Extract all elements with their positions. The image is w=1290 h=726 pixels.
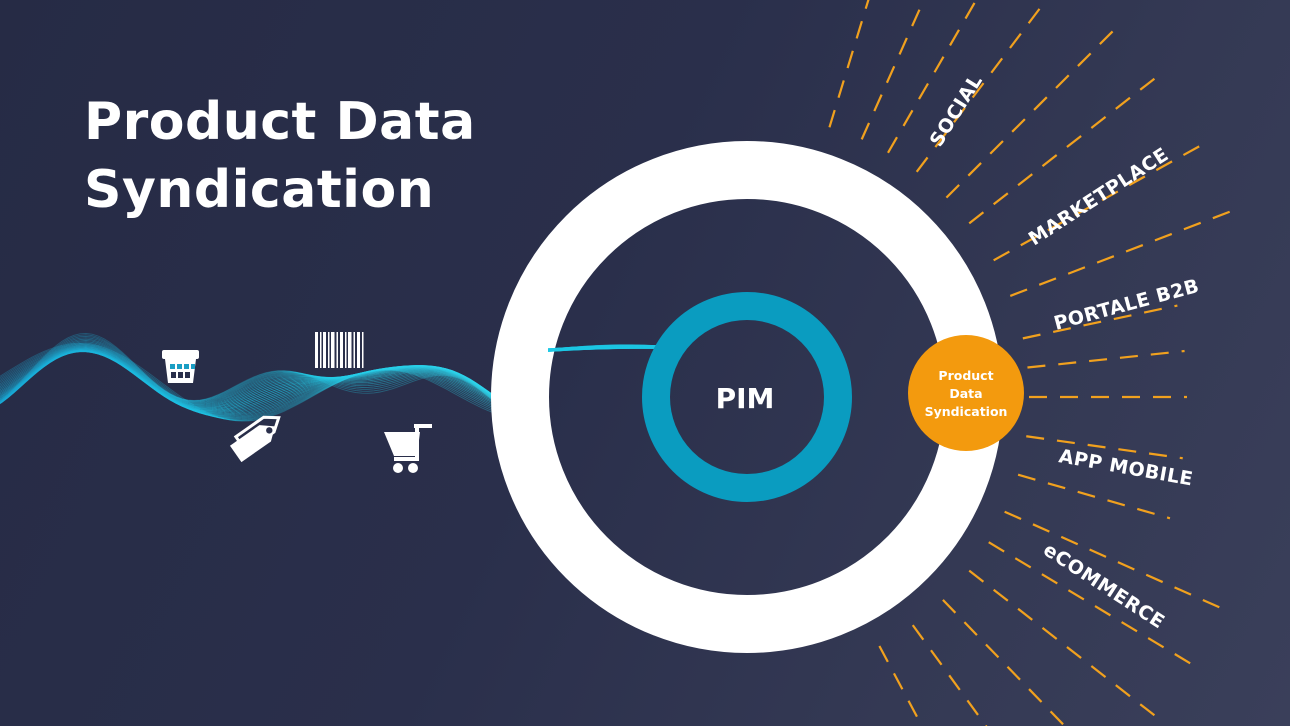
syndication-hub[interactable]: Product Data Syndication [908, 335, 1024, 451]
title-line-2: Syndication [84, 160, 435, 220]
pim-label: PIM [716, 382, 775, 415]
channel-ray [988, 541, 1194, 666]
channel-social[interactable]: SOCIAL [926, 71, 987, 151]
channel-ray [968, 75, 1158, 225]
channel-ray [1017, 473, 1171, 520]
shopping-cart-icon [384, 424, 432, 473]
hub-line-2: Data [949, 386, 982, 401]
channel-portale-b2b[interactable]: PORTALE B2B [1052, 275, 1202, 335]
data-wave [0, 333, 519, 423]
channel-ray [1026, 435, 1183, 460]
channel-ray [1027, 349, 1185, 369]
channel-ray [942, 599, 1067, 726]
channel-ecommerce[interactable]: eCOMMERCE [1039, 539, 1168, 634]
channel-ray [1004, 510, 1223, 610]
channel-marketplace[interactable]: MARKETPLACE [1025, 143, 1173, 250]
channel-ray [1022, 304, 1178, 340]
channel-rays [828, 0, 1233, 726]
hub-line-1: Product [938, 368, 993, 383]
price-tag-icon [229, 415, 281, 463]
channel-ray [993, 143, 1203, 262]
channel-ray [915, 0, 1048, 173]
channel-ray [887, 0, 978, 154]
channel-ray [968, 569, 1158, 719]
page-title: Product Data Syndication [84, 88, 476, 224]
channel-ray [945, 28, 1116, 199]
barcode-icon [315, 332, 364, 368]
channel-ray [911, 624, 988, 726]
hub-circle [908, 335, 1024, 451]
hub-line-3: Syndication [925, 404, 1008, 419]
channel-ray [828, 0, 870, 128]
channel-ray [878, 645, 924, 726]
pim-ring [642, 292, 852, 502]
basket-icon [162, 350, 199, 383]
channel-ray [1009, 209, 1233, 297]
channel-ray [860, 0, 925, 140]
channel-app-mobile[interactable]: APP MOBILE [1057, 445, 1195, 490]
title-line-1: Product Data [84, 92, 476, 152]
